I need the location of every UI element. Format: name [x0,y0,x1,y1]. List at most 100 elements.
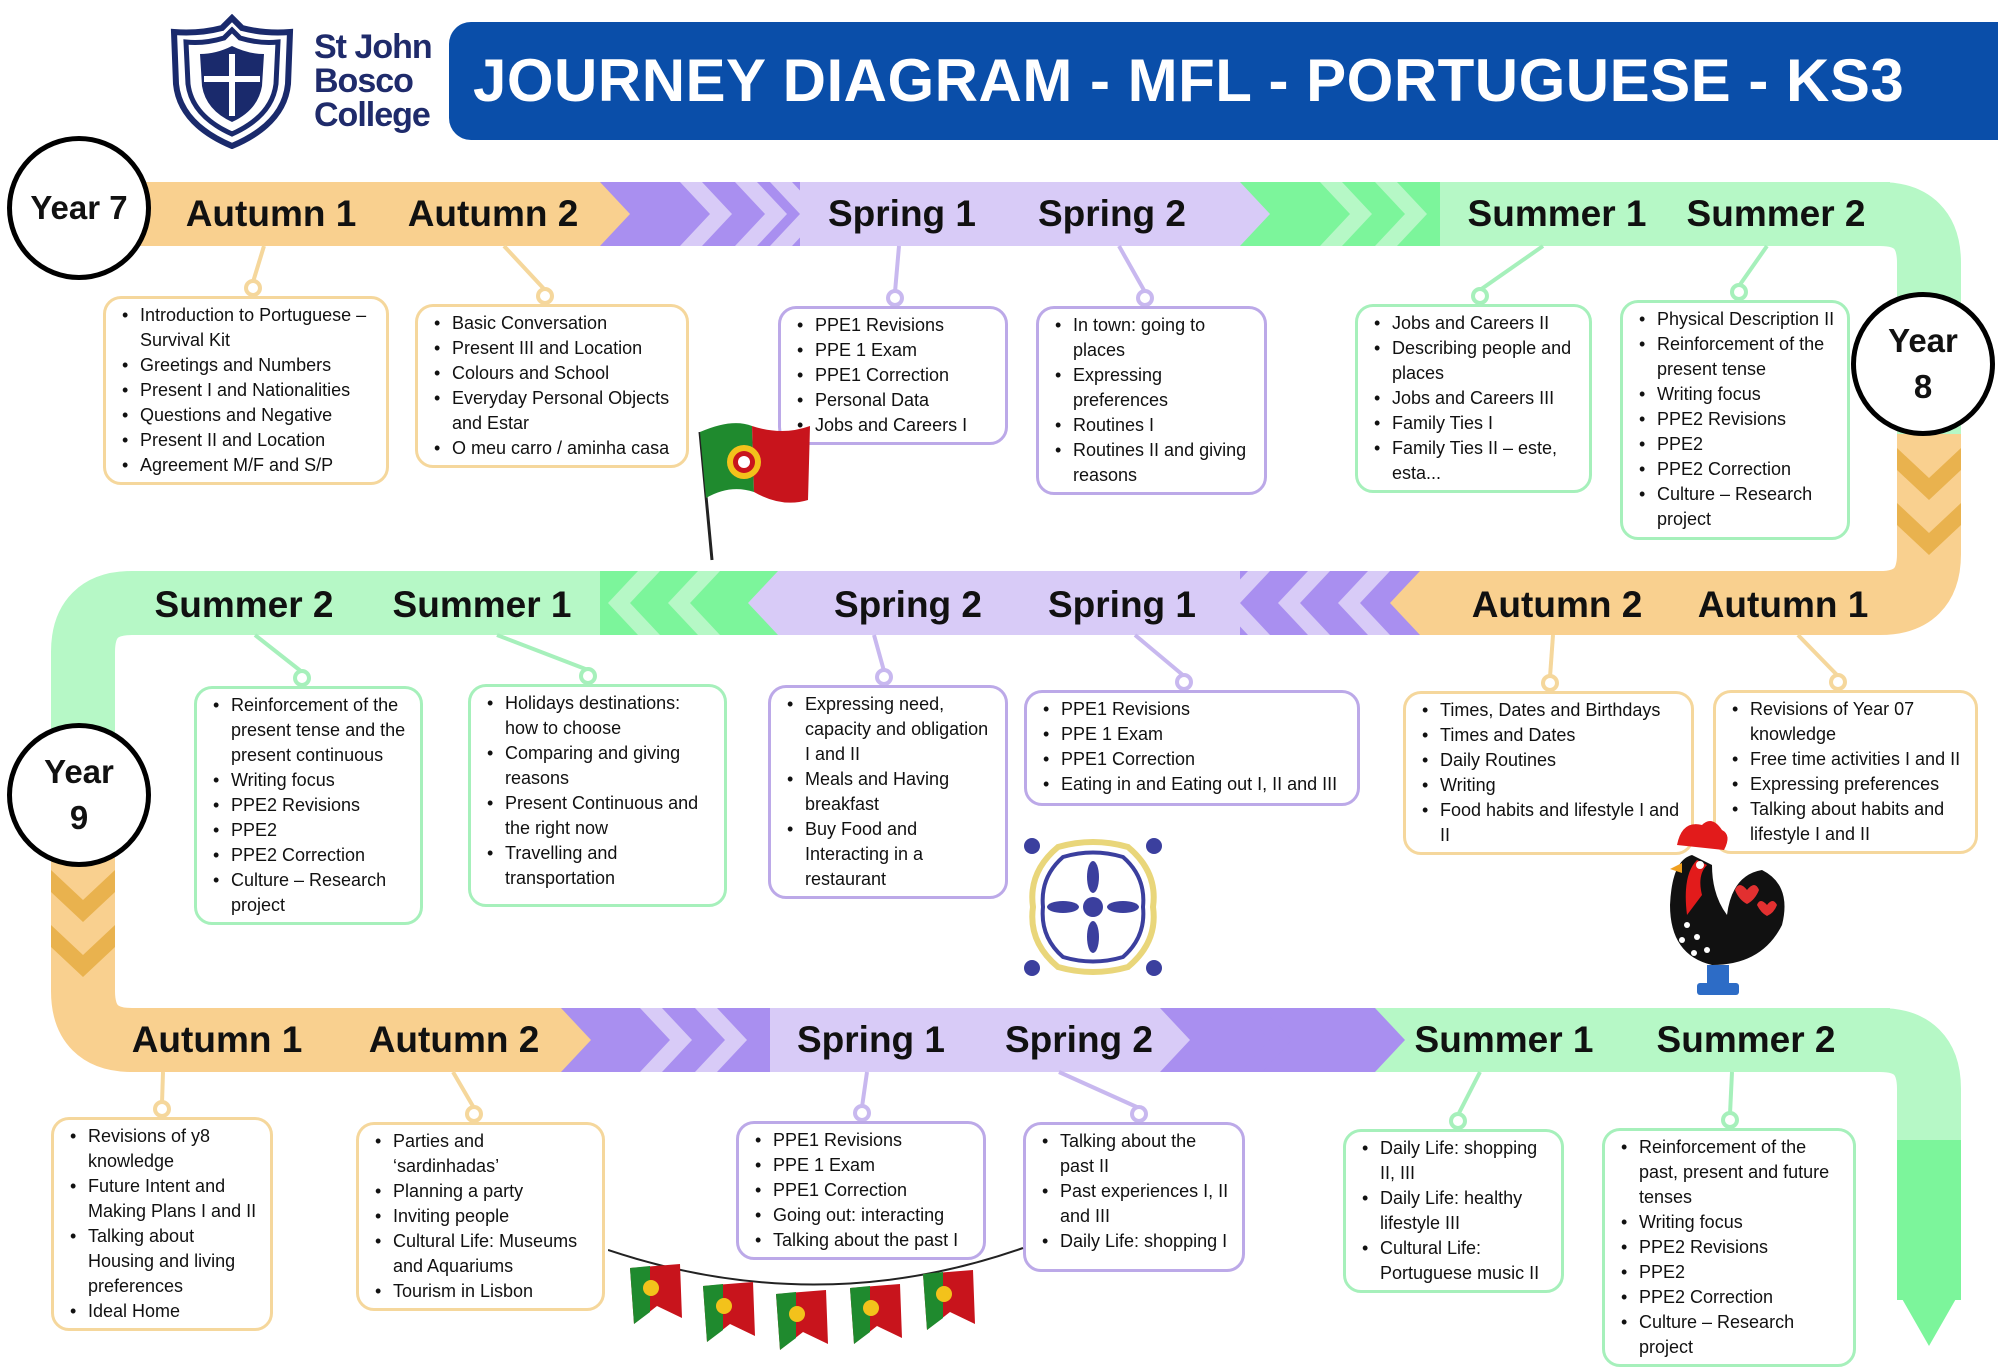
topic-item: PPE1 Correction [749,1178,975,1203]
topic-item: Tourism in Lisbon [369,1279,594,1304]
azulejo-tile-icon [1024,838,1162,976]
topic-item: Present Continuous and the right now [481,791,716,841]
topic-list: Revisions of y8 knowledgeFuture Intent a… [64,1124,262,1324]
topic-item: Planning a party [369,1179,594,1204]
topic-list: PPE1 RevisionsPPE 1 ExamPPE1 CorrectionG… [749,1128,975,1253]
chevron-arrow [1218,571,1270,635]
topic-item: Daily Life: healthy lifestyle III [1356,1186,1553,1236]
connector-node [1721,1111,1739,1129]
topic-item: PPE2 Revisions [207,793,412,818]
connector-node [875,668,893,686]
connector-node [1136,289,1154,307]
bunting-emblem [716,1298,732,1314]
connector-line [253,633,304,674]
topic-item: PPE1 Correction [1037,747,1349,772]
topic-item: Writing [1416,773,1683,798]
bunting-flag-green [630,1266,650,1324]
bunting-emblem [789,1306,805,1322]
topic-item: Ideal Home [64,1299,262,1324]
topic-item: Culture – Research project [1633,482,1839,532]
connector-node [1730,283,1748,301]
school-name-line: Bosco [314,62,414,100]
topic-item: PPE 1 Exam [1037,722,1349,747]
topic-item: Agreement M/F and S/P [116,453,378,478]
topic-list: Times, Dates and BirthdaysTimes and Date… [1416,698,1683,848]
connector-line [1796,633,1840,678]
term-label: Spring 2 [833,584,983,625]
chevron-arrow [668,571,720,635]
topic-item: Writing focus [207,768,412,793]
topic-item: Routines I [1049,413,1256,438]
topic-item: Expressing preferences [1049,363,1256,413]
topic-item: PPE2 Correction [1615,1285,1845,1310]
topic-item: Eating in and Eating out I, II and III [1037,772,1349,797]
topic-item: Basic Conversation [428,311,678,336]
topic-item: Cultural Life: Museums and Aquariums [369,1229,594,1279]
arrow-end [1897,1290,1961,1346]
term-label: Spring 2 [1004,1019,1154,1060]
term-label: Summer 2 [1656,1019,1836,1060]
topic-list: Jobs and Careers IIDescribing people and… [1368,311,1581,486]
topic-box: Reinforcement of the present tense and t… [194,686,423,925]
page-title: JOURNEY DIAGRAM - MFL - PORTUGUESE - KS3 [449,22,1998,140]
connector-node [1130,1105,1148,1123]
topic-item: Expressing preferences [1726,772,1967,797]
term-label: Autumn 2 [407,193,579,234]
connector-line [1737,244,1769,288]
connector-node [1541,674,1559,692]
topic-item: Colours and School [428,361,678,386]
topic-item: Reinforcement of the present tense and t… [207,693,412,768]
path-curve [51,571,600,860]
topic-list: Reinforcement of the past, present and f… [1615,1135,1845,1360]
arrow-tip [1375,1008,1405,1072]
term-label: Autumn 2 [368,1019,540,1060]
topic-list: In town: going to placesExpressing prefe… [1049,313,1256,488]
term-label: Autumn 1 [1697,584,1869,625]
topic-list: PPE1 RevisionsPPE 1 ExamPPE1 CorrectionE… [1037,697,1349,797]
topic-item: Going out: interacting [749,1203,975,1228]
topic-item: PPE2 Correction [1633,457,1839,482]
topic-box: Revisions of Year 07 knowledgeFree time … [1713,690,1978,854]
topic-box: Physical Description IIReinforcement of … [1620,300,1850,540]
bunting-flag-green [923,1272,943,1330]
connector-line [1478,244,1545,292]
school-name-line: St John [314,28,433,66]
topic-item: Food habits and lifestyle I and II [1416,798,1683,848]
topic-box: Daily Life: shopping II, IIIDaily Life: … [1343,1129,1564,1293]
chevron-arrow [1897,448,1961,500]
topic-item: Cultural Life: Portuguese music II [1356,1236,1553,1286]
chevron-arrow [1320,182,1372,246]
connector-node [886,289,904,307]
topic-item: Meals and Having breakfast [781,767,997,817]
topic-item: PPE1 Revisions [749,1128,975,1153]
topic-item: Free time activities I and II [1726,747,1967,772]
topic-item: Talking about the past II [1036,1129,1234,1179]
path-segment [770,1008,1160,1072]
topic-box: Introduction to Portuguese – Survival Ki… [103,296,389,485]
topic-item: PPE 1 Exam [749,1153,975,1178]
year-7-badge: Year 7 [7,136,151,280]
topic-item: Reinforcement of the past, present and f… [1615,1135,1845,1210]
chevron-arrow [735,182,787,246]
connector-node [1449,1112,1467,1130]
connector-node [1471,287,1489,305]
topic-box: Times, Dates and BirthdaysTimes and Date… [1403,691,1694,855]
topic-item: PPE2 [207,818,412,843]
bunting-emblem [863,1300,879,1316]
topic-item: Jobs and Careers I [791,413,997,438]
topic-item: PPE2 Correction [207,843,412,868]
topic-box: Parties and ‘sardinhadas’Planning a part… [356,1122,605,1311]
term-label: Summer 1 [392,584,572,625]
topic-list: Introduction to Portuguese – Survival Ki… [116,303,378,478]
topic-box: Revisions of y8 knowledgeFuture Intent a… [51,1117,273,1331]
topic-item: Talking about habits and lifestyle I and… [1726,797,1967,847]
topic-item: Times and Dates [1416,723,1683,748]
topic-box: PPE1 RevisionsPPE 1 ExamPPE1 CorrectionP… [778,306,1008,445]
connector-line [160,1071,165,1104]
topic-item: Jobs and Careers II [1368,311,1581,336]
connector-line [451,1070,476,1110]
connector-line [1133,633,1186,678]
arrow-tip [1240,182,1270,246]
path-segment [778,571,1240,635]
